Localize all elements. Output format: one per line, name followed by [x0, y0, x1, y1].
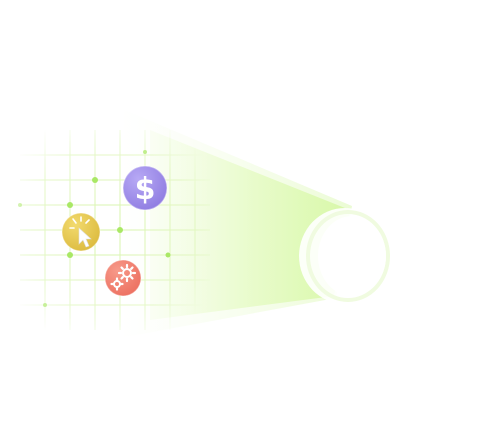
svg-text:$: $ [135, 172, 156, 207]
light-beam-inner [150, 130, 350, 320]
dollar-icon: $ [122, 165, 168, 211]
cursor-click-icon [61, 212, 101, 252]
grid-nodes [18, 150, 171, 307]
beam-lens [299, 208, 391, 304]
gears-icon [104, 259, 142, 297]
